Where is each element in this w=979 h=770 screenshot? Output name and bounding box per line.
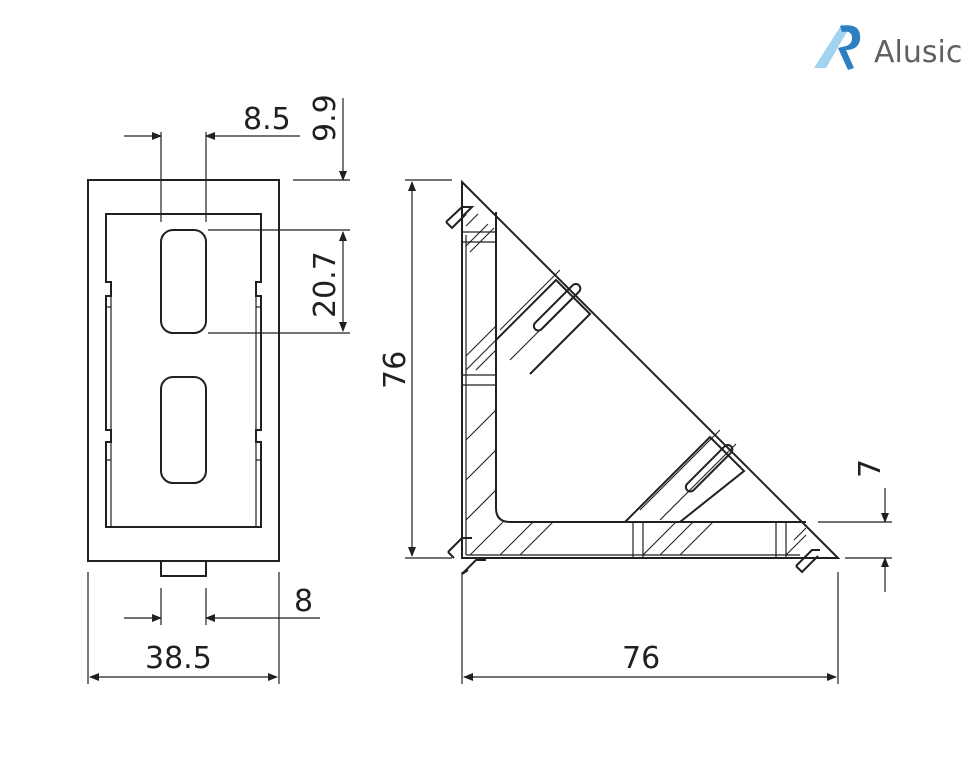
dim-top-offset: 9.9 (308, 94, 343, 142)
side-view (445, 179, 841, 575)
logo-text: Alusic (874, 35, 962, 70)
logo-mark-icon (814, 24, 848, 68)
side-rib-slot-upper (532, 283, 582, 332)
side-hatching (465, 213, 807, 556)
dim-height: 76 (378, 351, 413, 389)
side-clip-bottom-left (447, 537, 486, 575)
alusic-logo: Alusic (814, 24, 962, 70)
front-slot-upper (160, 229, 207, 334)
front-inner-cavity (105, 213, 262, 528)
side-clip-bottom-right (795, 549, 820, 574)
dim-width: 76 (622, 641, 660, 676)
side-rib-lower (624, 435, 746, 523)
dim-slot-length: 20.7 (308, 251, 343, 318)
front-bottom-tab (160, 560, 207, 577)
dim-overall-width: 38.5 (145, 641, 212, 676)
side-clip-top (445, 206, 475, 230)
dim-top-slot-width: 8.5 (243, 102, 291, 137)
front-view (87, 179, 280, 577)
dim-tab-width: 8 (294, 584, 313, 619)
side-dimensions: 76 76 7 (378, 179, 892, 684)
side-rib-slot-lower (684, 444, 734, 493)
dim-foot-height: 7 (853, 459, 888, 478)
side-inner-profile (495, 212, 806, 523)
logo-mark-icon-arc (838, 25, 861, 70)
side-outer-profile (461, 179, 841, 559)
front-outer-frame (87, 179, 280, 562)
front-slot-lower (160, 376, 207, 484)
front-dimensions: 8.5 9.9 20.7 8 38.5 (87, 94, 350, 684)
